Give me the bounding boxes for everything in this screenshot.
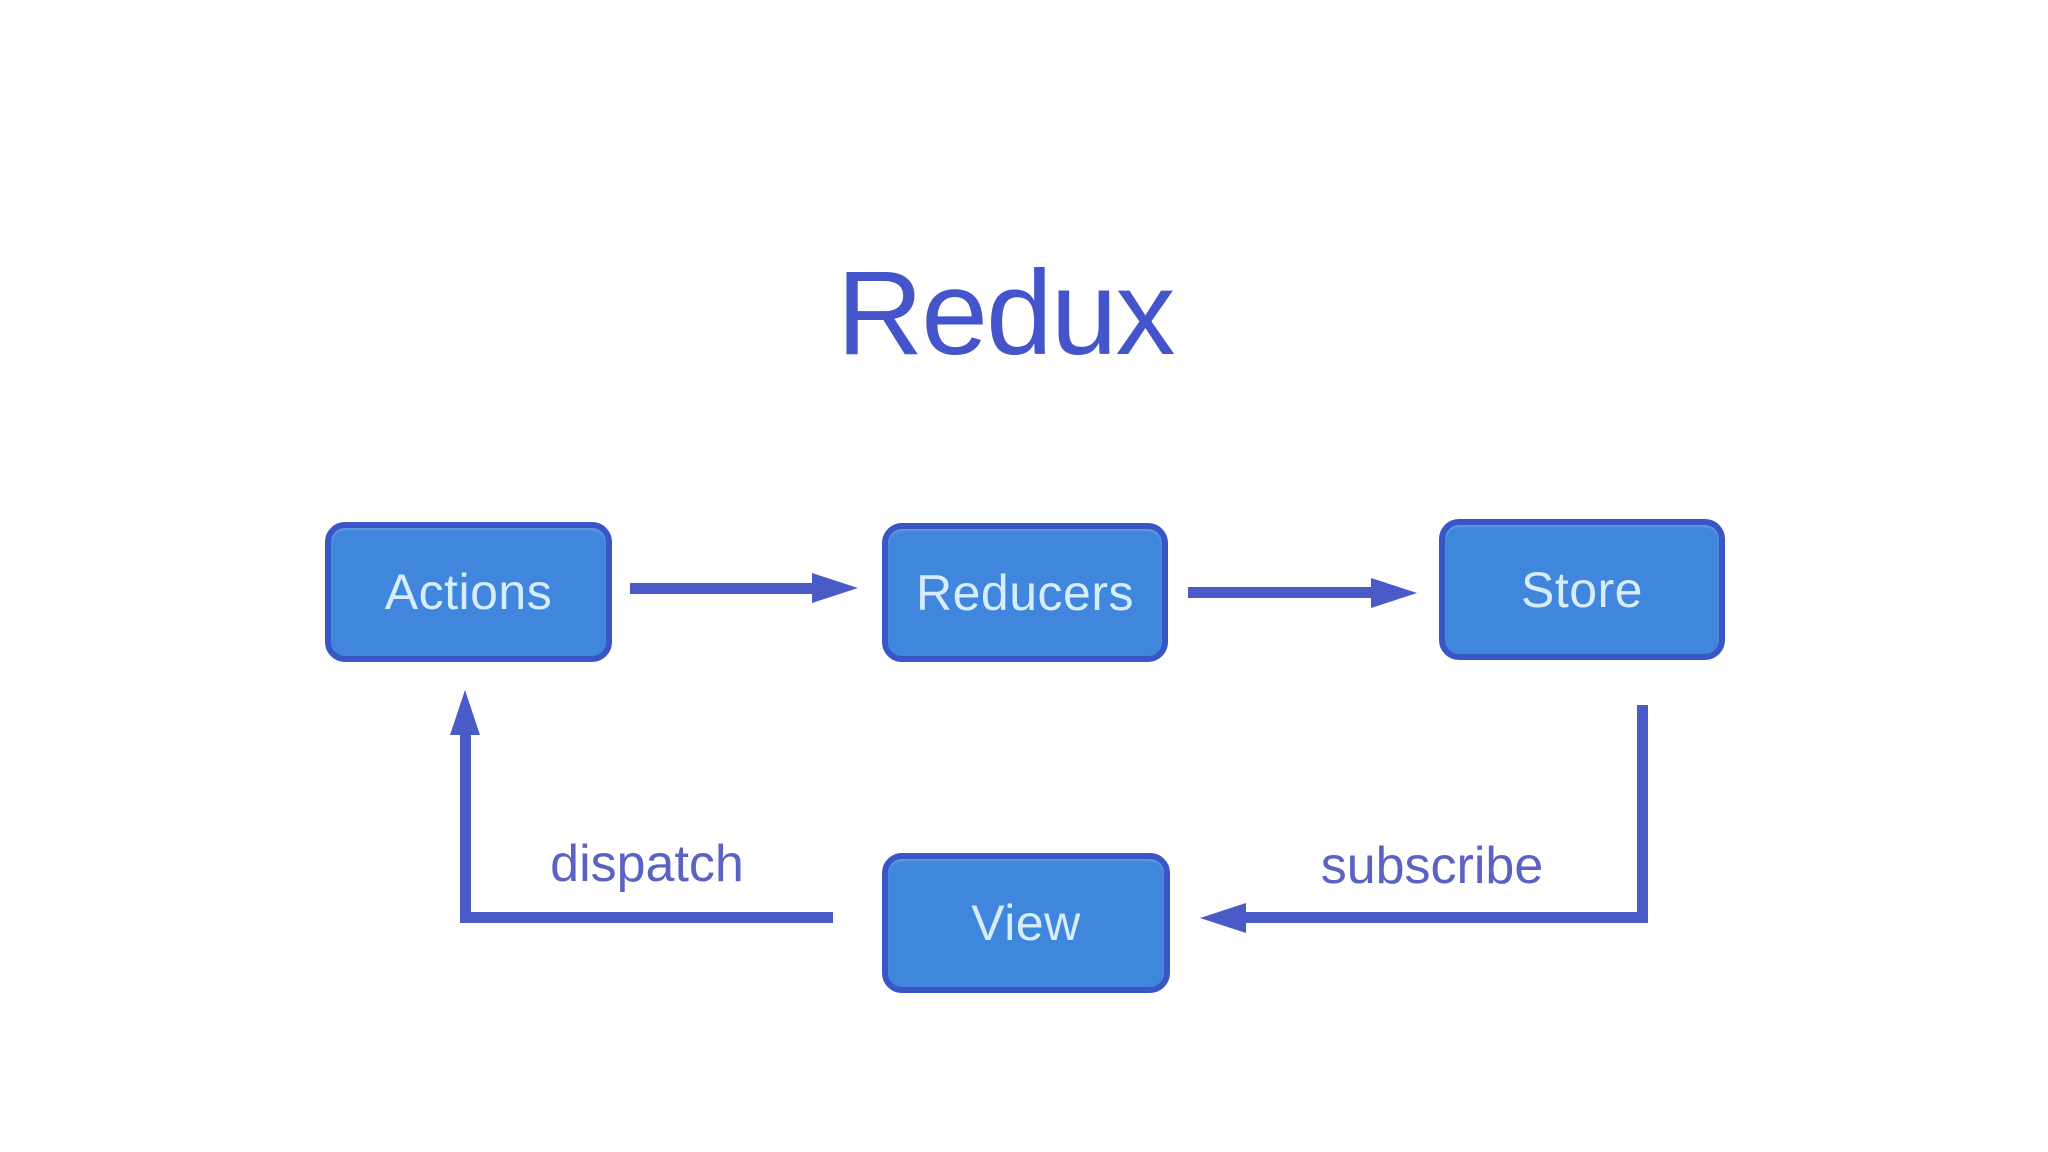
node-view: View — [882, 853, 1170, 993]
node-actions: Actions — [325, 522, 612, 662]
node-view-label: View — [971, 895, 1081, 951]
arrow-right-icon — [1371, 578, 1417, 608]
node-store-label: Store — [1520, 561, 1643, 618]
arrow-store-to-view-vertical-segment — [1637, 705, 1648, 923]
diagram-title: Redux — [836, 246, 1176, 380]
arrow-up-icon — [450, 690, 480, 735]
node-reducers: Reducers — [882, 523, 1168, 662]
arrow-store-to-view-horizontal-segment — [1246, 912, 1648, 923]
node-store: Store — [1439, 519, 1725, 660]
arrow-actions-to-reducers-shaft — [630, 583, 812, 594]
node-reducers-label: Reducers — [916, 564, 1134, 621]
node-actions-label: Actions — [384, 564, 553, 620]
edge-label-subscribe: subscribe — [1320, 837, 1544, 895]
edge-label-dispatch: dispatch — [550, 835, 744, 893]
arrow-reducers-to-store-shaft — [1188, 587, 1371, 598]
arrow-view-to-actions-vertical-segment — [460, 735, 471, 923]
arrow-right-icon — [812, 573, 858, 603]
arrow-left-icon — [1200, 903, 1246, 933]
arrow-view-to-actions-horizontal-segment — [460, 912, 833, 923]
